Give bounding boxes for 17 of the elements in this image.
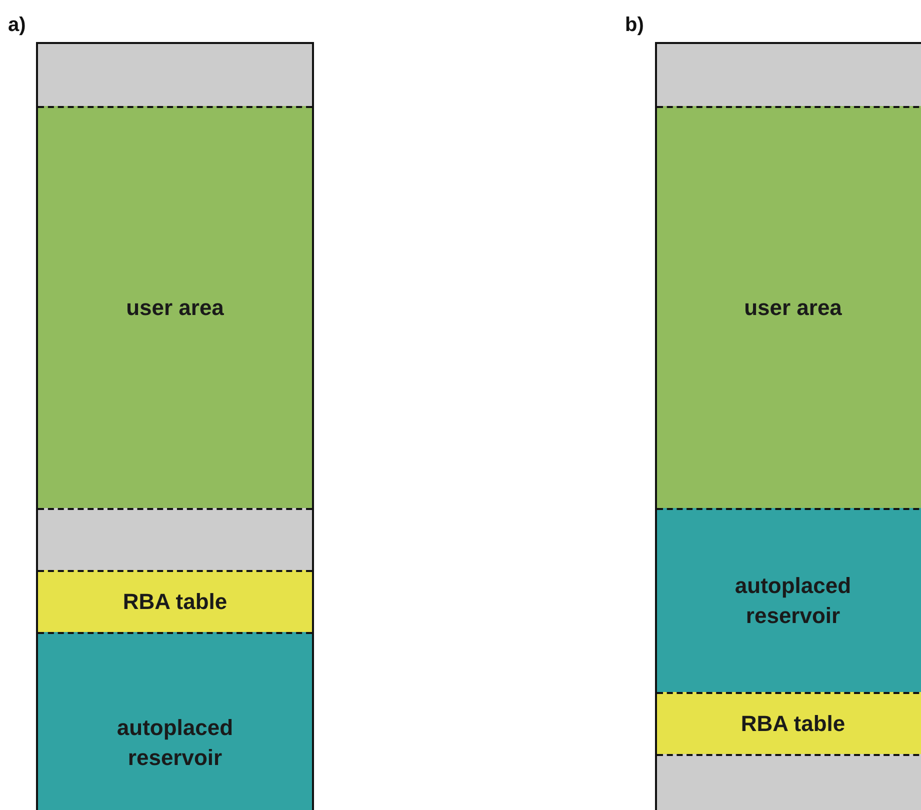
- memory-region: [657, 692, 921, 754]
- panel-label: b): [625, 14, 644, 37]
- memory-region: [657, 106, 921, 508]
- memory-region: [38, 508, 312, 570]
- region-label: user area: [744, 294, 842, 322]
- memory-region: [38, 44, 312, 106]
- panel-label: a): [8, 14, 26, 37]
- memory-region: [38, 106, 312, 508]
- memory-region: [657, 508, 921, 692]
- memory-region: [657, 44, 921, 106]
- region-label: user area: [126, 294, 224, 322]
- memory-region: [38, 570, 312, 632]
- region-label: autoplaced reservoir: [116, 714, 234, 772]
- region-label: RBA table: [122, 588, 228, 616]
- region-label: RBA table: [740, 710, 846, 738]
- memory-region: [38, 632, 312, 810]
- region-label: autoplaced reservoir: [734, 572, 852, 630]
